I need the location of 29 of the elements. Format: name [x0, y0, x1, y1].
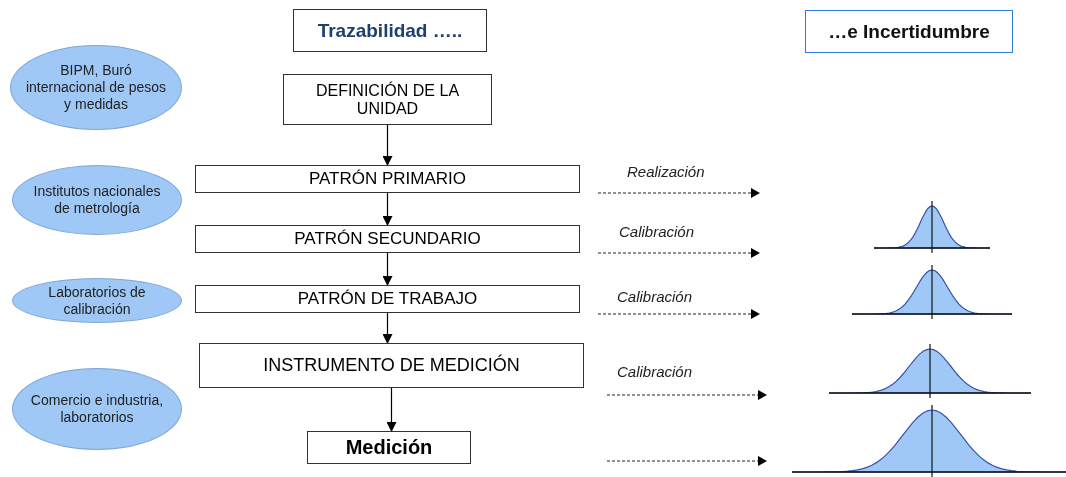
node-label: Comercio e industria, laboratorios [29, 392, 165, 426]
node-label: Medición [345, 436, 433, 459]
arrow [382, 312, 393, 344]
node-label: PATRÓN DE TRABAJO [297, 289, 478, 309]
process-box [283, 74, 492, 125]
node-label: BIPM, Buró internacional de pesos y medidas [24, 62, 168, 113]
arrow [382, 192, 393, 226]
process-label: Realización [627, 163, 705, 180]
arrow [386, 387, 397, 432]
node-label: Laboratorios de calibración [47, 283, 147, 318]
arrow [382, 124, 393, 166]
process-box [307, 431, 471, 464]
node-label: Institutos nacionales de metrología [32, 183, 162, 217]
node-label: Trazabilidad ….. [317, 19, 463, 42]
process-label: Calibración [619, 223, 695, 240]
node-label: INSTRUMENTO DE MEDICIÓN [263, 355, 520, 376]
process-box [195, 285, 580, 313]
process-label: Calibración [617, 288, 693, 305]
title-box [293, 9, 487, 52]
node-label: PATRÓN SECUNDARIO [294, 229, 481, 249]
node-label: DEFINICIÓN DE LA UNIDAD [314, 81, 461, 118]
process-box [195, 225, 580, 253]
node-label: …e Incertidumbre [828, 20, 990, 43]
arrow [382, 252, 393, 286]
process-box [195, 165, 580, 193]
title-box [805, 10, 1013, 53]
process-label: Calibración [617, 363, 693, 380]
node-label: PATRÓN PRIMARIO [308, 169, 467, 189]
process-box [199, 343, 584, 388]
